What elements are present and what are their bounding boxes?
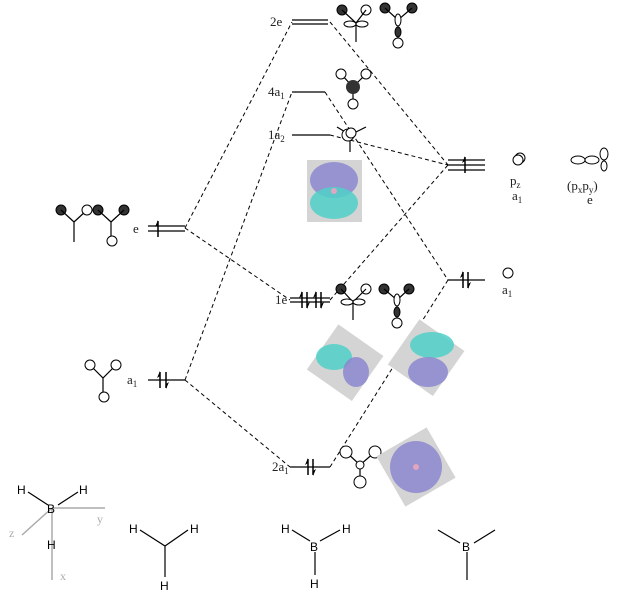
level-sub: 2 bbox=[280, 134, 285, 144]
level-sub: 1 bbox=[508, 289, 513, 299]
axes-structure: y z x B H H H bbox=[9, 483, 105, 583]
svg-text:1a2: 1a2 bbox=[268, 127, 285, 144]
level-label: 4a bbox=[268, 84, 281, 99]
mo-render-1e-a bbox=[306, 324, 384, 401]
bh3-structure: H H B H bbox=[281, 522, 351, 591]
svg-text:a1: a1 bbox=[512, 188, 522, 205]
boron-atom: B bbox=[462, 540, 470, 554]
h3-fragment-structure: H H H bbox=[129, 522, 199, 593]
level-sub: 1 bbox=[280, 91, 285, 101]
orbital-sketch-1e bbox=[335, 283, 415, 329]
pxpy-orbital-icon bbox=[570, 147, 609, 172]
pz-sym: a bbox=[512, 188, 518, 203]
h-atom: H bbox=[160, 579, 169, 593]
orbital-sketch-left-a1 bbox=[84, 359, 122, 403]
axis-x-label: x bbox=[60, 569, 66, 583]
paren: ) bbox=[593, 178, 597, 193]
level-1a2: 1a2 bbox=[268, 127, 330, 144]
axis-y-label: y bbox=[97, 512, 103, 526]
level-sub: 1 bbox=[133, 379, 138, 389]
h-atom: H bbox=[310, 577, 319, 591]
boron-atom: B bbox=[310, 540, 318, 554]
pz-sym-sub: 1 bbox=[518, 195, 523, 205]
level-2e: 2e bbox=[270, 14, 328, 29]
h-atom: H bbox=[129, 522, 138, 536]
h-atom: H bbox=[342, 522, 351, 536]
level-label: a bbox=[502, 282, 508, 297]
svg-text:(pxpy): (pxpy) bbox=[567, 178, 598, 195]
left-level-e: e bbox=[133, 219, 185, 238]
svg-text:pz: pz bbox=[510, 173, 521, 190]
level-4a1: 4a1 bbox=[268, 84, 325, 101]
level-label: 2e bbox=[270, 14, 283, 29]
h-atom: H bbox=[79, 483, 88, 497]
pz-label: p bbox=[510, 173, 517, 188]
orbital-sketch-left-e bbox=[55, 204, 130, 247]
py-sub: y bbox=[589, 185, 594, 195]
level-label: 1e bbox=[275, 292, 288, 307]
level-1e: 1e bbox=[275, 290, 330, 310]
mo-render-1e-b bbox=[387, 319, 465, 396]
right-level-p: pz a1 (pxpy) e bbox=[448, 147, 609, 207]
boron-fragment-structure: B bbox=[437, 529, 496, 580]
orbital-sketch-4a1 bbox=[335, 68, 372, 110]
px-sub: x bbox=[578, 185, 583, 195]
pxpy-label: (p bbox=[567, 178, 578, 193]
pz-sub: z bbox=[517, 180, 521, 190]
level-sub: 1 bbox=[284, 466, 289, 476]
orbital-sketch-1a2 bbox=[336, 126, 367, 152]
orbital-sketch-2e bbox=[336, 2, 418, 49]
py-label: p bbox=[582, 178, 589, 193]
left-level-a1: a1 bbox=[127, 370, 185, 390]
h-atom: H bbox=[190, 522, 199, 536]
level-label: a bbox=[127, 372, 133, 387]
pz-orbital-icon bbox=[512, 152, 526, 166]
correlation-lines bbox=[184, 21, 449, 468]
svg-text:a1: a1 bbox=[502, 282, 512, 299]
s-orbital-icon bbox=[502, 267, 514, 279]
svg-text:2a1: 2a1 bbox=[272, 459, 289, 476]
h-atom: H bbox=[17, 483, 26, 497]
right-level-a1: a1 bbox=[448, 267, 514, 299]
svg-text:4a1: 4a1 bbox=[268, 84, 285, 101]
boron-atom: B bbox=[47, 502, 55, 516]
axis-z-label: z bbox=[9, 526, 14, 540]
svg-text:a1: a1 bbox=[127, 372, 137, 389]
level-label: 2a bbox=[272, 459, 285, 474]
level-label: e bbox=[133, 221, 139, 236]
level-2a1: 2a1 bbox=[272, 457, 330, 477]
mo-render-1a2 bbox=[307, 160, 362, 222]
mo-render-2a1 bbox=[376, 427, 456, 507]
h-atom: H bbox=[281, 522, 290, 536]
pxpy-sym: e bbox=[587, 192, 593, 207]
h-atom: H bbox=[47, 538, 56, 552]
orbital-sketch-2a1 bbox=[339, 445, 382, 489]
level-label: 1a bbox=[268, 127, 281, 142]
